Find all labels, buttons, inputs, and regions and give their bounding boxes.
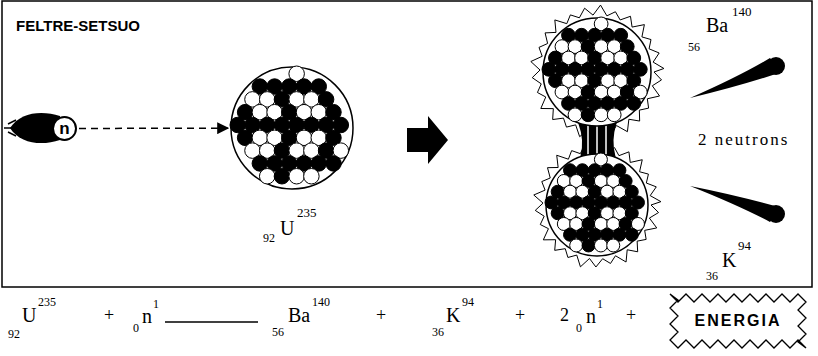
nuclide-number: 94 <box>738 239 751 252</box>
frame <box>2 1 812 287</box>
neutron-head <box>767 57 785 75</box>
nuclide-number: 235 <box>297 206 317 219</box>
element-symbol: K <box>446 305 460 325</box>
nuclide-number: 140 <box>732 5 752 18</box>
nuclide-number: 92 <box>263 232 275 244</box>
nucleus-shape <box>545 153 649 257</box>
atomic-number: 0 <box>133 322 139 334</box>
nucleon <box>625 228 638 241</box>
element-symbol: U <box>22 305 36 325</box>
nucleon <box>582 239 595 252</box>
nuclide-number: 56 <box>688 41 700 53</box>
atomic-number: 0 <box>576 322 582 334</box>
mass-number: 94 <box>462 296 474 308</box>
diagram-title: FELTRE-SETSUO <box>16 18 140 33</box>
element-symbol: n <box>586 306 596 326</box>
nucleon <box>289 168 305 184</box>
motion-marks <box>4 120 16 136</box>
reaction-arrow <box>407 116 448 164</box>
krypton-nucleus: 36K94 <box>545 153 649 257</box>
nucleon <box>274 168 290 184</box>
nucleon <box>594 108 608 122</box>
neutron-head <box>767 205 785 223</box>
node-label: n <box>59 120 69 137</box>
node-label: ENERGIA <box>695 313 782 329</box>
nucleon <box>594 239 607 252</box>
nucleon <box>607 108 621 122</box>
nucleon <box>326 156 342 172</box>
reaction-line <box>165 321 258 323</box>
nucleus-shape <box>542 17 652 127</box>
plus-sign: + <box>376 306 386 324</box>
nucleus-outline <box>231 67 353 189</box>
nucleon <box>581 108 595 122</box>
plus-sign: + <box>626 306 636 324</box>
nucleon <box>259 168 275 184</box>
neutron: n <box>52 116 77 141</box>
nucleon <box>304 168 320 184</box>
neutron-path <box>79 127 228 129</box>
mass-number: 235 <box>38 296 56 308</box>
neutron-circle <box>53 117 76 140</box>
node-label: Ba <box>706 15 728 35</box>
atomic-number: 36 <box>432 326 444 338</box>
energy-burst: ENERGIA <box>668 292 808 350</box>
burst-outline <box>670 294 806 348</box>
nucleus-outline <box>543 18 651 126</box>
node-label: K <box>722 250 736 270</box>
burst-spikes <box>534 141 661 267</box>
atomic-number: 56 <box>272 326 284 338</box>
nucleon <box>568 108 582 122</box>
plus-sign: + <box>515 306 525 324</box>
nucleon <box>627 97 641 111</box>
neutron-count: 2 neutrons <box>698 131 789 148</box>
mass-number: 140 <box>312 296 330 308</box>
element-symbol: n <box>142 306 152 326</box>
atomic-number: 92 <box>8 328 20 340</box>
coefficient: 2 <box>560 306 569 324</box>
mass-number: 1 <box>597 298 603 310</box>
barium-nucleus: 56Ba140 <box>542 17 652 127</box>
nucleon <box>570 239 583 252</box>
node-label: U <box>280 218 294 238</box>
nucleus-shape <box>230 66 354 190</box>
plus-sign: + <box>104 306 114 324</box>
burst-spikes <box>531 5 664 137</box>
nucleon <box>607 239 620 252</box>
uranium-nucleus: 92U235 <box>230 66 354 190</box>
burst-spikes <box>531 5 664 267</box>
nuclide-number: 36 <box>706 270 718 282</box>
mass-number: 1 <box>153 298 159 310</box>
nucleus-outline <box>546 154 648 256</box>
element-symbol: Ba <box>288 305 310 325</box>
